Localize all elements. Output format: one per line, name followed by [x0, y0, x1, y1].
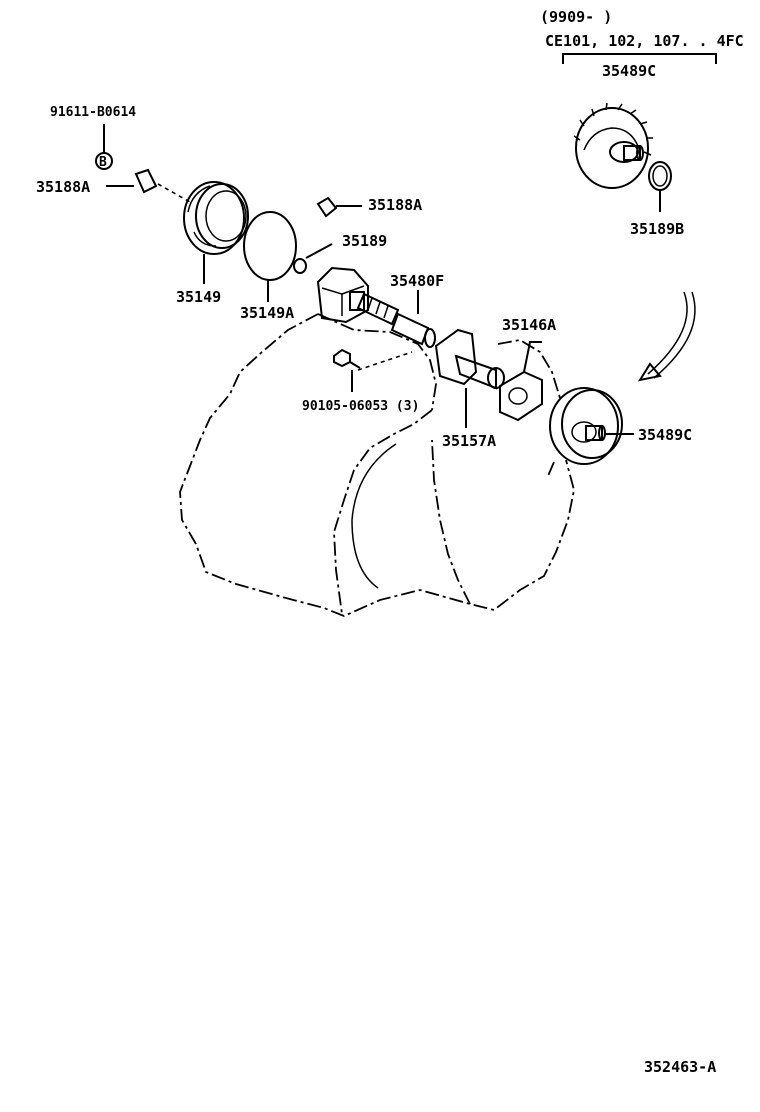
leader-35189	[305, 243, 333, 259]
part-label-35188a-left: 35188A	[36, 178, 90, 196]
part-label-35480f: 35480F	[390, 272, 444, 290]
part-label-35149a: 35149A	[240, 304, 294, 322]
part-label-35189b: 35189B	[630, 220, 684, 238]
part-label-35489c-right: 35489C	[638, 426, 692, 444]
plate-35146a	[499, 370, 543, 422]
leader-35146a	[523, 341, 542, 373]
part-label-91611-b0614: 91611-B0614	[50, 105, 136, 120]
applicability-bracket	[562, 53, 717, 64]
bolt-90105	[333, 348, 361, 369]
curved-arrow	[637, 291, 696, 382]
part-label-35188a-right: 35188A	[368, 196, 422, 214]
b-marker-circle	[95, 152, 113, 170]
clip-35188a-left	[134, 168, 158, 194]
washer-35189b	[648, 161, 672, 191]
part-label-35157a: 35157A	[442, 432, 496, 450]
part-label-90105-06053: 90105-06053 (3)	[302, 399, 419, 414]
dotted-line-bolt	[357, 351, 413, 371]
figure-number: 352463-A	[644, 1058, 716, 1076]
applicability-models: CE101, 102, 107. . 4FC	[545, 32, 744, 50]
driven-gear-35480f	[316, 266, 436, 348]
dotted-line-clip	[157, 183, 191, 203]
part-label-35489c-top: 35489C	[602, 62, 656, 80]
clip-35188a-right	[316, 196, 338, 218]
ring-35189	[293, 258, 307, 274]
oil-seal-35149	[183, 181, 249, 255]
part-label-35189: 35189	[342, 232, 387, 250]
part-label-35149: 35149	[176, 288, 221, 306]
gear-35489c-right	[549, 387, 623, 465]
b-marker-letter: B	[99, 155, 107, 170]
sleeve-35157a	[434, 328, 505, 390]
gear-assembly-35489c-top	[573, 102, 653, 189]
transaxle-case-outline	[179, 313, 575, 617]
applicability-date-range: (9909- )	[540, 8, 612, 26]
o-ring-35149a	[243, 211, 297, 281]
part-label-35146a: 35146A	[502, 316, 556, 334]
